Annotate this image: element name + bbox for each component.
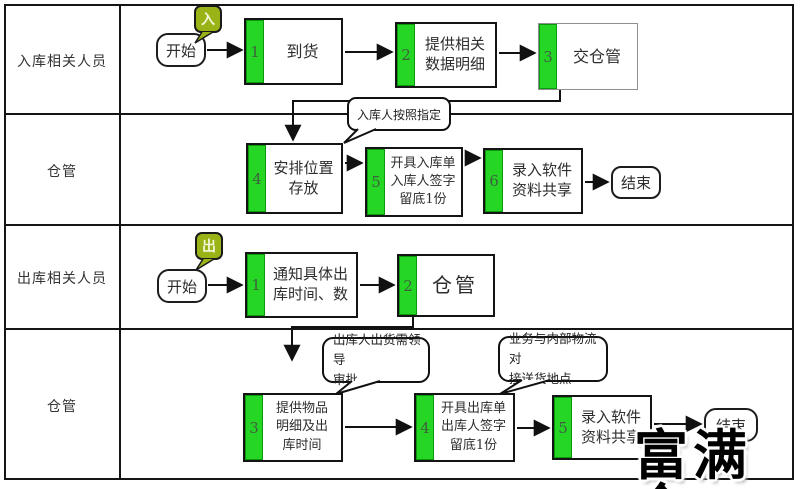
step-number-strip: 3 [539, 24, 557, 89]
process-box-inbound-3: 3 交仓管 [538, 23, 638, 90]
callout-inbound-note: 入库人按照指定 [347, 97, 451, 131]
step-label: 提供相关 数据明细 [424, 35, 485, 73]
step-number: 1 [251, 276, 261, 294]
step-number-strip: 6 [485, 150, 503, 212]
step-number-strip: 2 [397, 24, 415, 86]
process-box-outbound-5: 5 录入软件 资料共享 [552, 395, 652, 460]
step-label: 录入软件 资料共享 [511, 161, 572, 199]
process-box-inbound-5: 5 开具入库单 入库人签字 留底1份 [365, 147, 463, 217]
end-node-outbound: 结束 [704, 408, 758, 442]
callout-approval-text: 出库人出货需领导 审批 [333, 332, 421, 387]
end-node-inbound-label: 结束 [620, 174, 651, 192]
step-label: 开具入库单 入库人签字 留底1份 [390, 155, 456, 208]
arrow-out-2-down [283, 317, 414, 362]
step-number-strip: 1 [247, 254, 265, 316]
inbound-tag-label: 入 [201, 12, 215, 28]
start-node-inbound: 开始 [156, 33, 206, 67]
step-number: 3 [543, 47, 553, 66]
process-box-inbound-2: 2 提供相关 数据明细 [395, 22, 497, 88]
step-number-strip: 4 [416, 395, 434, 460]
step-number: 2 [401, 46, 411, 64]
callout-outbound-approval-note: 出库人出货需领导 审批 [322, 332, 430, 387]
start-node-outbound: 开始 [157, 269, 207, 303]
outbound-tag-label: 出 [202, 239, 216, 255]
step-label: 仓管 [432, 273, 478, 298]
outbound-tag-badge: 出 [195, 232, 223, 260]
start-node-outbound-label: 开始 [166, 277, 197, 296]
process-box-outbound-2: 2 仓管 [397, 254, 495, 317]
lane-label-warehouse-2: 仓管 [47, 399, 77, 415]
step-label: 安排位置 存放 [273, 158, 334, 197]
callout-logistics-text: 业务与内部物流对 接送货地点 [509, 331, 597, 386]
process-box-inbound-1: 1 到货 [244, 18, 343, 85]
process-box-outbound-3: 3 提供物品 明细及出 库时间 [243, 393, 343, 462]
step-number: 4 [420, 418, 430, 437]
lane-divider-2 [4, 224, 794, 226]
lane-label-outbound-staff: 出库相关人员 [17, 271, 107, 287]
step-label: 到货 [286, 41, 319, 61]
process-box-outbound-1: 1 通知具体出 库时间、数 [245, 252, 358, 318]
lane-divider-3 [4, 328, 794, 330]
lane-label-inbound-staff: 入库相关人员 [17, 54, 107, 70]
step-number: 4 [252, 169, 262, 188]
step-number-strip: 2 [399, 256, 417, 315]
end-node-inbound: 结束 [611, 166, 661, 199]
step-number-strip: 5 [367, 149, 385, 215]
start-node-inbound-label: 开始 [165, 41, 196, 60]
step-number-strip: 4 [248, 145, 266, 212]
step-label: 开具出库单 出库人签字 留底1份 [440, 401, 506, 453]
step-number: 5 [371, 173, 381, 191]
step-number: 1 [250, 42, 260, 61]
step-label: 录入软件 资料共享 [580, 407, 641, 446]
step-number: 6 [489, 172, 499, 190]
inbound-tag-badge: 入 [194, 5, 222, 33]
end-node-outbound-label: 结束 [715, 416, 746, 435]
step-label: 交仓管 [572, 46, 621, 66]
lane-label-warehouse-1: 仓管 [47, 164, 77, 180]
process-box-inbound-6: 6 录入软件 资料共享 [483, 148, 583, 214]
step-number: 5 [558, 418, 568, 437]
step-number: 3 [249, 418, 259, 437]
watermark-text: 富满仓 [634, 423, 752, 489]
step-number-strip: 1 [246, 20, 264, 83]
table-outer-border [4, 4, 794, 480]
step-number: 2 [403, 276, 413, 295]
step-label: 通知具体出 库时间、数 [272, 265, 348, 303]
callout-outbound-logistics-note: 业务与内部物流对 接送货地点 [498, 331, 608, 386]
step-label: 提供物品 明细及出 库时间 [275, 401, 328, 453]
process-box-inbound-4: 4 安排位置 存放 [246, 143, 343, 214]
callout-inbound-note-text: 入库人按照指定 [356, 107, 441, 122]
step-number-strip: 5 [554, 397, 572, 458]
step-number-strip: 3 [245, 395, 263, 460]
lane-label-divider [119, 4, 121, 480]
process-box-outbound-4: 4 开具出库单 出库人签字 留底1份 [414, 393, 515, 462]
